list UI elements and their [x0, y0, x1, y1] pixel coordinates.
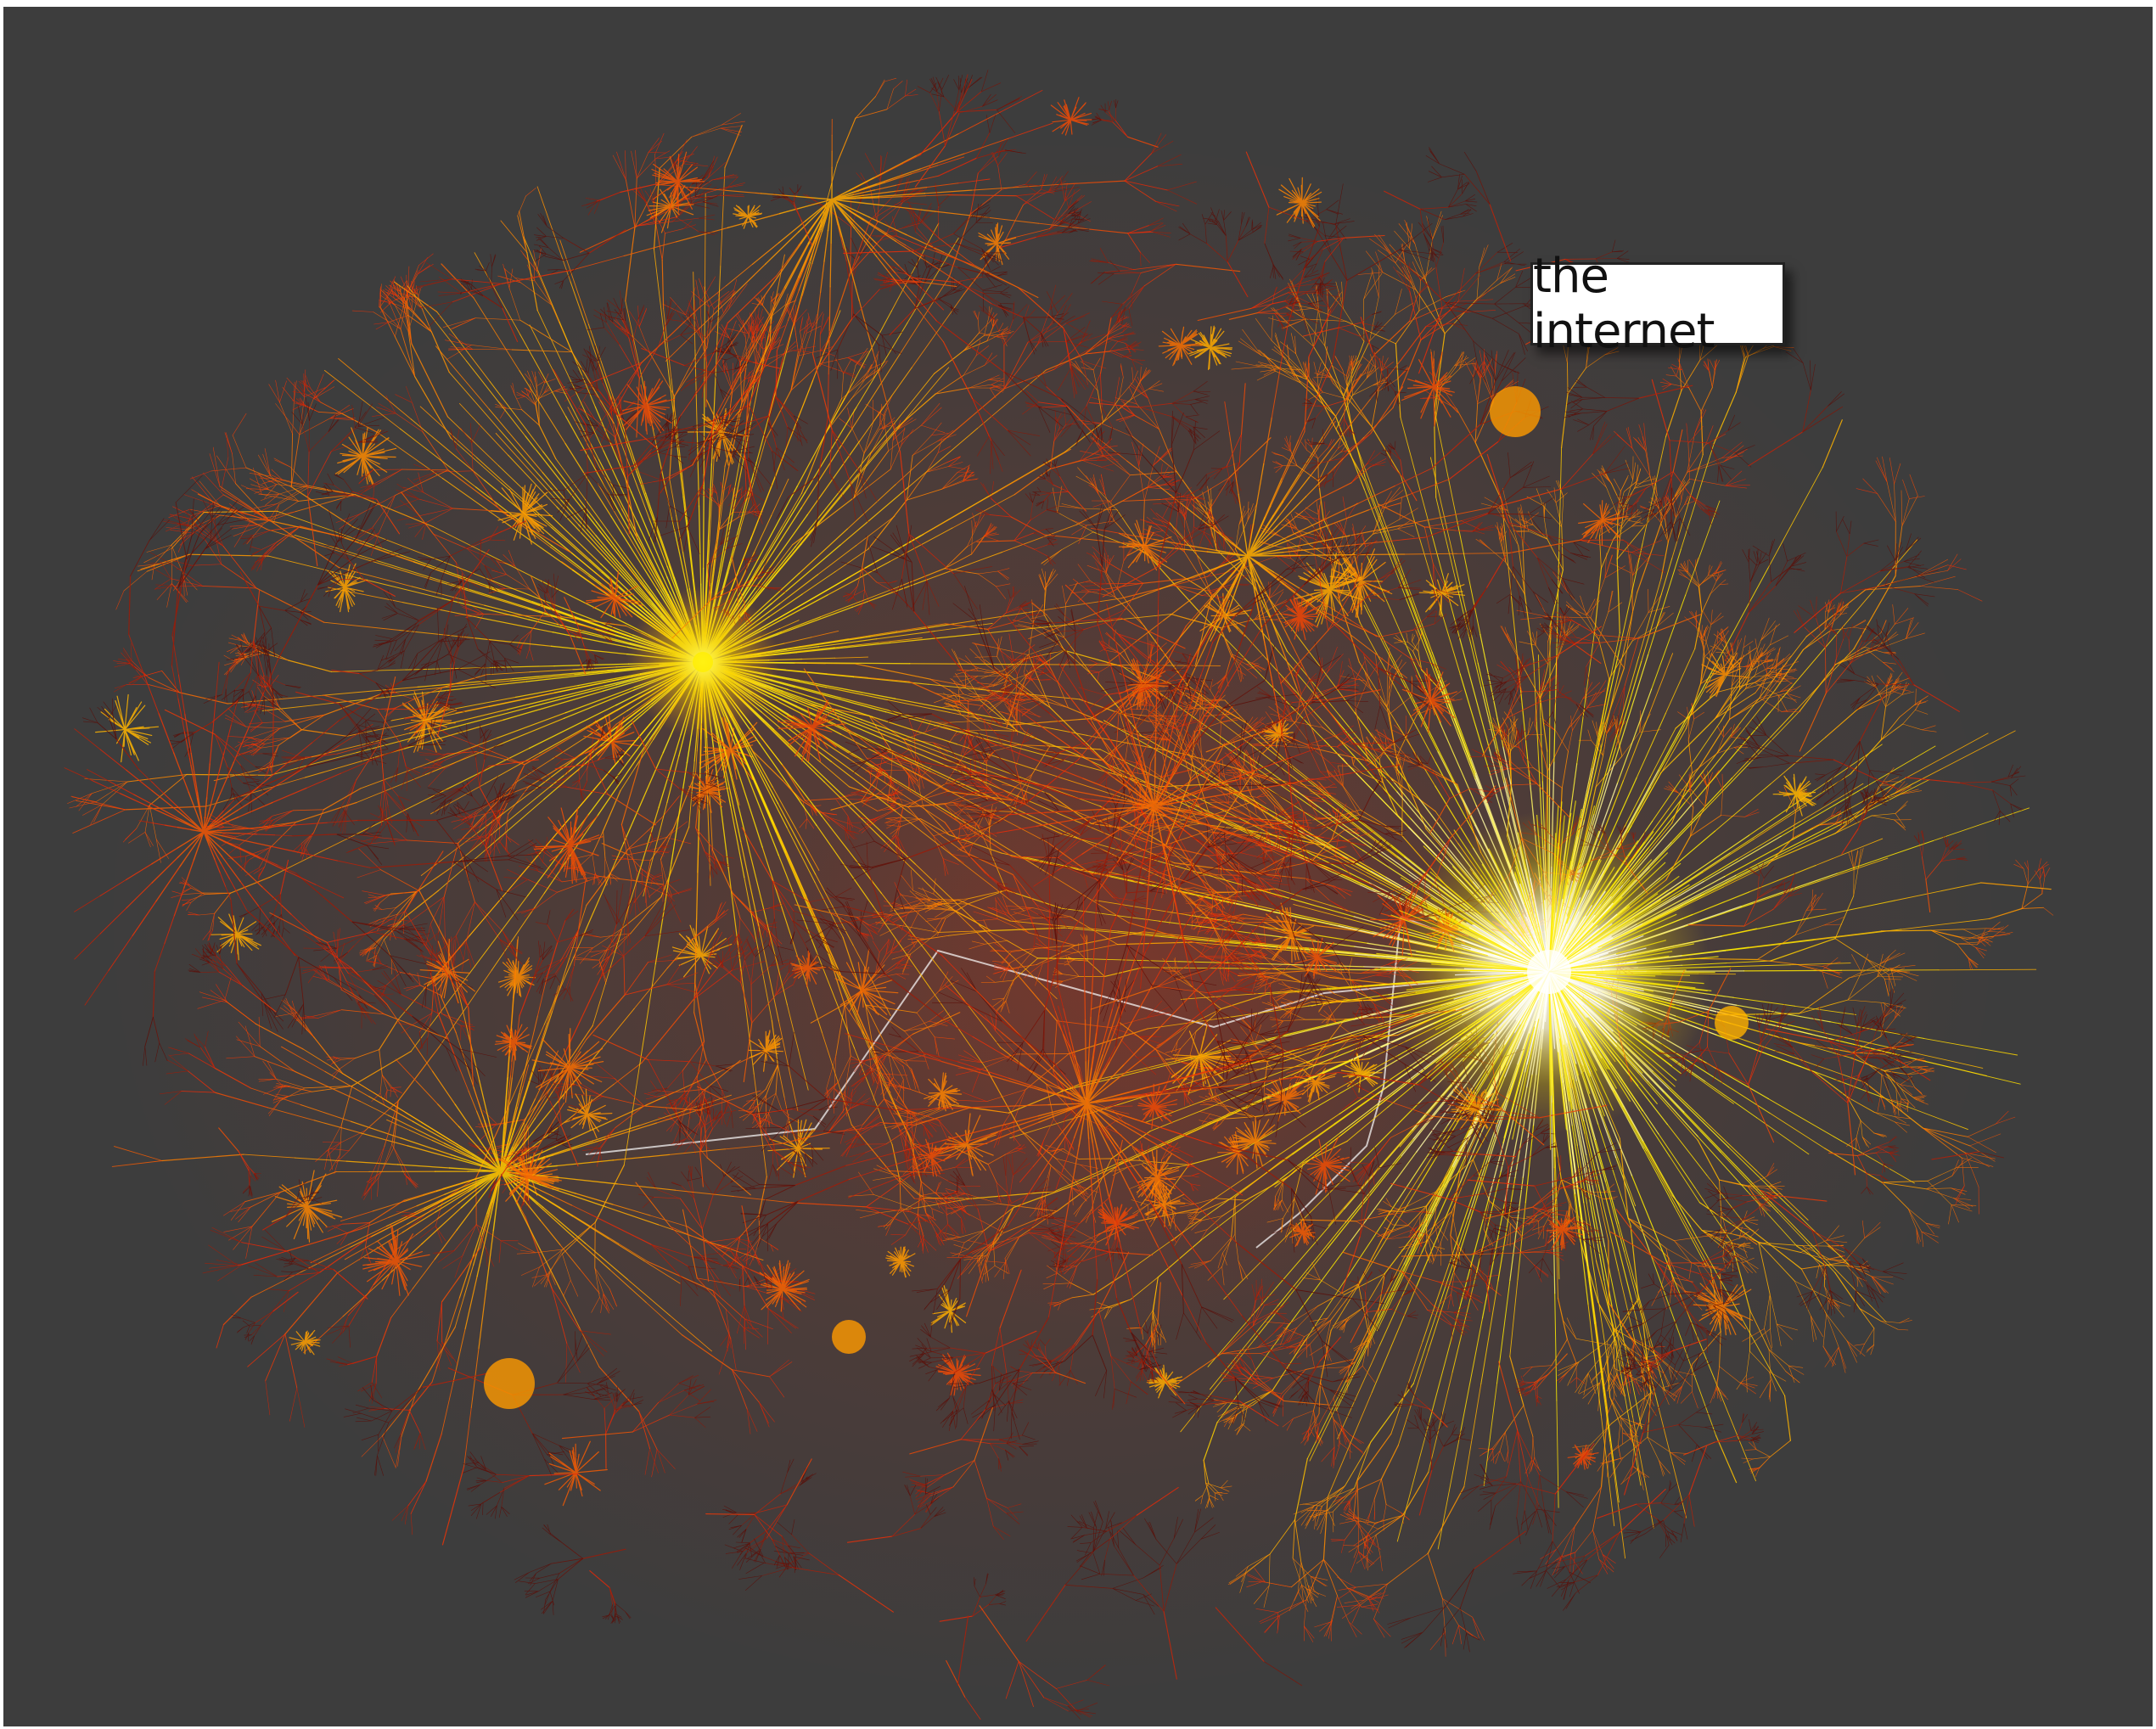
- hub-spoke: [1548, 971, 1715, 974]
- link-group: [232, 265, 2046, 1588]
- link-group: [294, 249, 1868, 1424]
- link-group: [1001, 519, 1712, 1433]
- hub-node: [484, 1358, 535, 1409]
- annotation-text: the internet: [1533, 249, 1715, 359]
- annotation-label: the internet: [1530, 249, 1785, 359]
- link-group: [523, 236, 1990, 1529]
- hub-node: [1490, 386, 1541, 437]
- link-group: [1023, 694, 1936, 1430]
- hub-node: [693, 652, 713, 672]
- hub-node: [1527, 950, 1571, 994]
- link-group: [267, 721, 1548, 1121]
- hub-node: [832, 1320, 866, 1354]
- link-group: [69, 284, 1895, 1555]
- link-group: [263, 287, 1670, 1657]
- link-group: [178, 149, 2041, 1644]
- hub-node: [1715, 1006, 1749, 1040]
- backbone-link: [585, 949, 1550, 1155]
- link-group: [403, 308, 1569, 1201]
